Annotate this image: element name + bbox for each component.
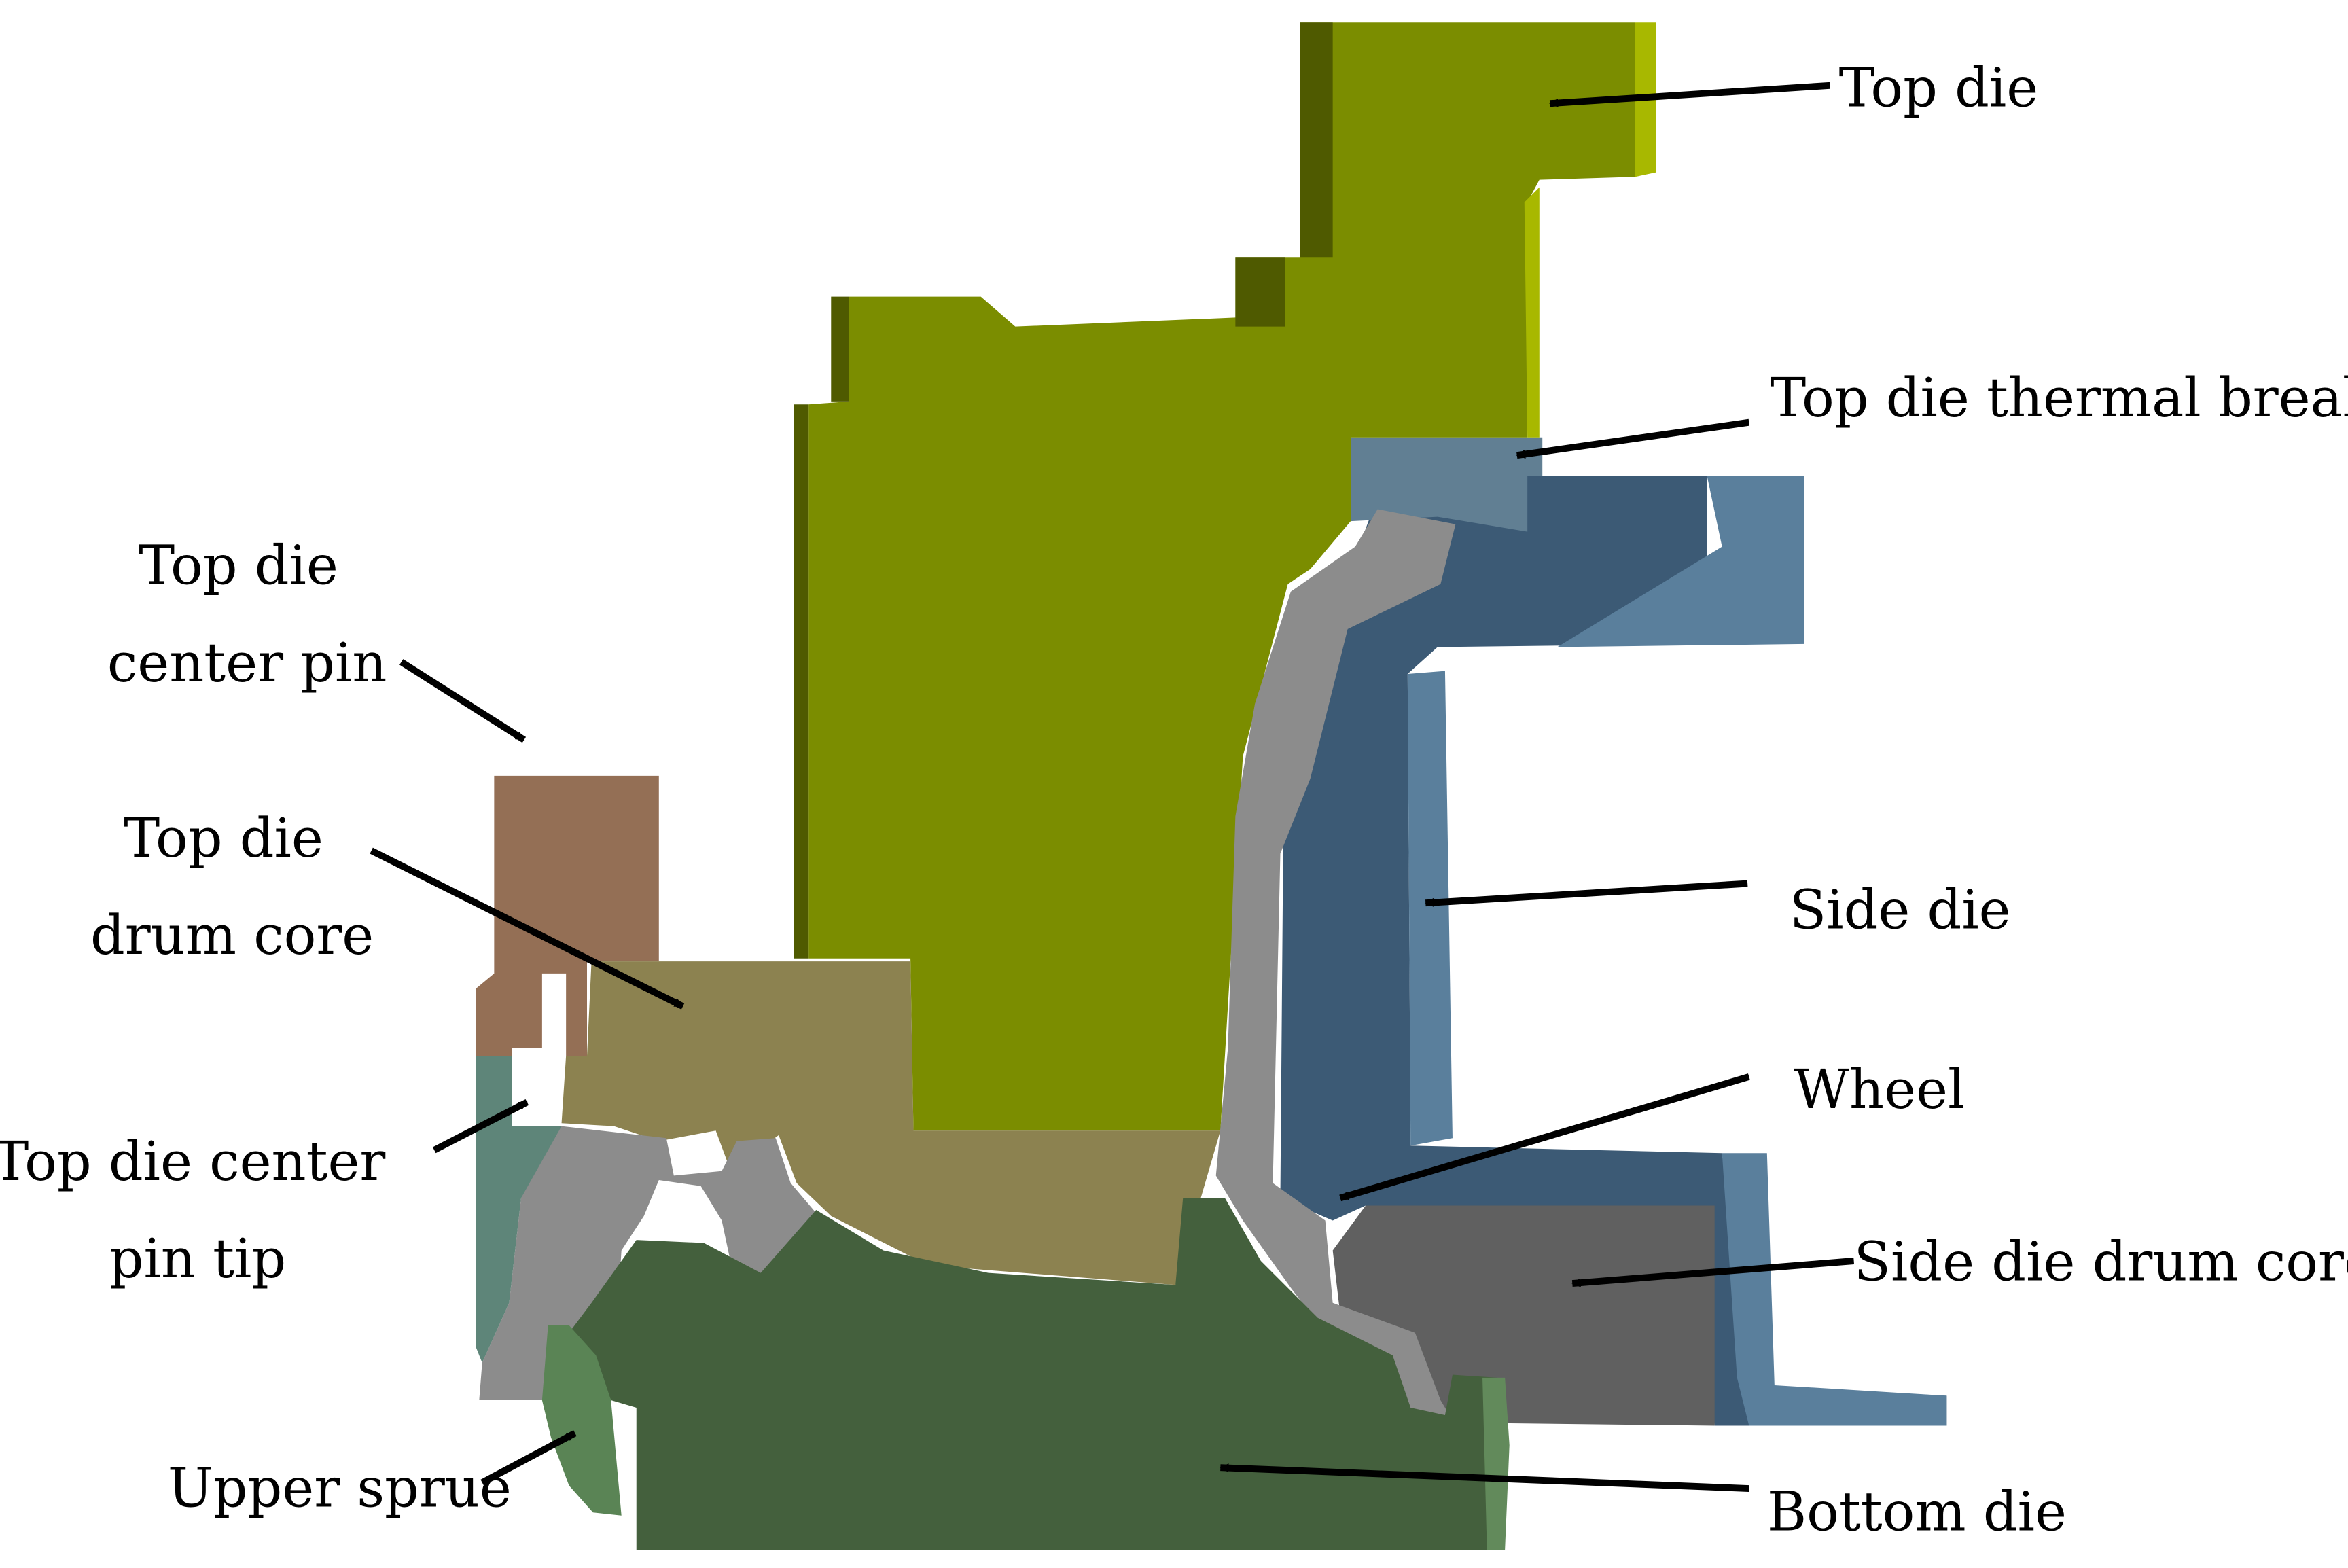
label-bottom-die-line-1: Bottom die (1767, 1480, 2067, 1544)
side-die-lower-face (1722, 1153, 1947, 1426)
leader-arrows (370, 82, 1855, 1492)
label-top-die-center-pin: Top die center pin (107, 534, 387, 694)
label-wheel-line-1: Wheel (1794, 1058, 1965, 1121)
label-top-die-drum-core: Top die drum core (90, 806, 374, 967)
side-die-face (1557, 476, 1804, 647)
labels: Top die Top die thermal break Top die ce… (0, 56, 2348, 1544)
label-upper-sprue-line-1: Upper sprue (168, 1456, 512, 1519)
label-upper-sprue: Upper sprue (168, 1456, 512, 1519)
arrow-top-die-center-pin (399, 659, 527, 743)
label-top-die-center-pin-line-2: center pin (107, 631, 387, 694)
arrow-upper-sprue (480, 1430, 577, 1486)
arrow-bottom-die (1220, 1463, 1749, 1492)
upper-sprue (541, 1325, 622, 1516)
arrow-top-die-drum-core (370, 847, 685, 1010)
arrow-top-die-center-pin-tip (432, 1099, 529, 1154)
label-side-die-drum-core: Side die drum core (1854, 1230, 2348, 1294)
arrow-top-die (1549, 82, 1830, 108)
side-die-inner-face (1407, 671, 1453, 1146)
label-side-die-drum-core-line-1: Side die drum core (1854, 1230, 2348, 1294)
label-top-die-thermal-break-line-1: Top die thermal break (1770, 366, 2348, 429)
arrow-wheel (1339, 1073, 1750, 1202)
top-die-thermal-break (1351, 437, 1543, 532)
arrow-side-die (1425, 880, 1748, 908)
bottom-die (569, 1198, 1506, 1550)
arrow-top-die-thermal-break (1516, 418, 1750, 459)
top-die-edge (1524, 22, 1656, 438)
label-top-die-thermal-break: Top die thermal break (1770, 366, 2348, 429)
die-parts (476, 22, 1947, 1550)
label-top-die-center-pin-line-1: Top die (139, 534, 338, 597)
label-top-die-line-1: Top die (1839, 56, 2039, 120)
label-top-die-drum-core-line-1: Top die (124, 806, 323, 870)
label-top-die: Top die (1839, 56, 2039, 120)
label-top-die-center-pin-tip-line-1: Top die center (0, 1130, 385, 1193)
label-wheel: Wheel (1794, 1058, 1965, 1121)
label-top-die-drum-core-line-2: drum core (90, 904, 374, 967)
arrow-side-die-drum-core (1571, 1258, 1855, 1287)
label-top-die-center-pin-tip-line-2: pin tip (109, 1227, 287, 1290)
top-die (808, 22, 1635, 1131)
wheel-casting (479, 509, 1456, 1420)
side-die (1280, 476, 1947, 1426)
bottom-die-light-face (1482, 1377, 1510, 1550)
top-die-drum-core (561, 961, 1221, 1285)
label-side-die: Side die (1790, 878, 2011, 942)
label-top-die-center-pin-tip: Top die center pin tip (0, 1130, 403, 1290)
label-bottom-die: Bottom die (1767, 1480, 2067, 1544)
top-die-center-pin-tip (476, 1056, 562, 1363)
label-side-die-line-1: Side die (1790, 878, 2011, 942)
